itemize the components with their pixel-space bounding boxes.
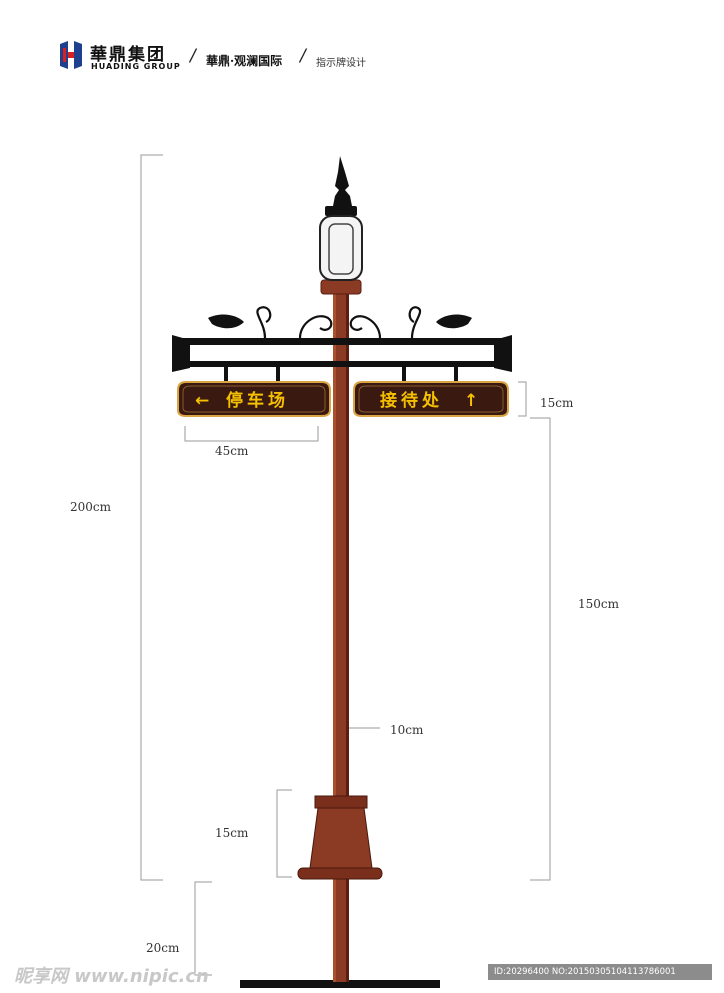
huading-logo-icon xyxy=(60,41,82,69)
pole-collar xyxy=(320,279,362,295)
separator: / xyxy=(300,46,306,66)
pole-base xyxy=(297,795,383,880)
sign-left: ← 停车场 xyxy=(177,381,331,417)
sign-right-arrow-icon: ↑ xyxy=(464,391,482,411)
separator: / xyxy=(190,46,196,66)
sign-right-text: 接待处 xyxy=(380,390,443,411)
dim-foundation-depth: 20cm xyxy=(146,941,180,955)
dim-sign-height: 15cm xyxy=(540,396,574,410)
dim-pole-diameter: 10cm xyxy=(390,723,424,737)
dim-base-height: 15cm xyxy=(215,826,249,840)
document-type: 指示牌设计 xyxy=(316,58,366,69)
watermark-id: ID:20296400 NO:20150305104113786001 xyxy=(488,964,712,980)
project-name: 華鼎·观澜国际 xyxy=(206,54,283,68)
dim-sign-elevation: 150cm xyxy=(578,597,620,611)
crossbar xyxy=(172,335,512,382)
ornamental-scrolls xyxy=(256,306,422,339)
sign-left-text: 停车场 xyxy=(226,390,289,411)
dim-sign-width: 45cm xyxy=(215,444,249,458)
foundation-bar xyxy=(240,980,440,988)
leaf-ornament-left xyxy=(208,314,244,329)
dim-total-height: 200cm xyxy=(70,500,112,514)
dimension-lines xyxy=(140,154,551,976)
lantern xyxy=(319,156,363,281)
watermark-site: 昵享网 www.nipic.cn xyxy=(14,966,209,987)
sign-right: 接待处 ↑ xyxy=(353,381,509,417)
header: 華鼎集团 HUADING GROUP / 華鼎·观澜国际 / 指示牌设计 xyxy=(0,0,724,90)
sign-left-arrow-icon: ← xyxy=(195,391,213,411)
brand-name-en: HUADING GROUP xyxy=(91,62,181,71)
leaf-ornament-right xyxy=(436,314,472,329)
brand-name-cn: 華鼎集团 xyxy=(90,45,166,65)
